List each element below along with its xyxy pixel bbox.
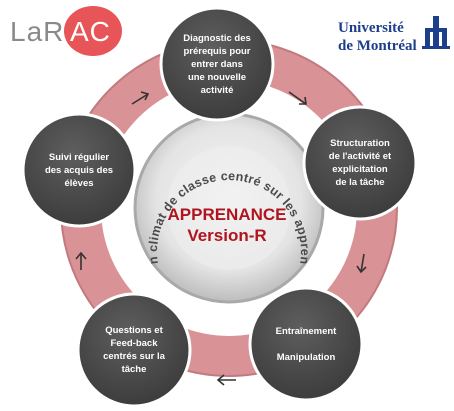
larac-logo-bubble xyxy=(64,6,122,56)
node-suivi xyxy=(21,112,137,228)
larac-logo: LaR AC xyxy=(8,6,122,56)
node-structuration xyxy=(302,105,418,221)
node-questions xyxy=(76,292,192,408)
node-label-entrainement: Entraînement Manipulation xyxy=(275,325,337,363)
node-label-questions: Questions et Feed-back centrés sur la tâ… xyxy=(103,325,165,375)
node-diagnostic xyxy=(159,6,275,122)
udem-logo-line2: de Montréal xyxy=(338,38,417,54)
cycle-arrows xyxy=(75,91,367,386)
node-label-structuration: Structuration de l'activité et explicita… xyxy=(328,138,392,188)
udem-tower-icon xyxy=(422,16,450,49)
larac-logo-prefix: LaR xyxy=(10,16,65,47)
node-entrainement xyxy=(248,286,364,402)
arrow-icon xyxy=(131,91,150,105)
center-title: APPRENANCE xyxy=(167,205,287,224)
udem-logo-line1: Université xyxy=(338,20,404,36)
arrow-icon xyxy=(216,374,236,386)
center-subtitle: Version-R xyxy=(187,226,267,245)
udem-logo: Université de Montréal xyxy=(322,14,452,62)
center-title-block: APPRENANCE Version-R xyxy=(152,204,302,246)
arrow-icon xyxy=(75,251,87,270)
node-label-diagnostic: Diagnostic des prérequis pour entrer dan… xyxy=(183,32,251,96)
arrow-icon xyxy=(356,253,367,274)
center-inner-disc xyxy=(167,146,291,270)
node-label-suivi: Suivi régulier des acquis des élèves xyxy=(44,151,114,189)
arrow-icon xyxy=(288,91,307,105)
larac-logo-highlight: AC xyxy=(70,16,111,47)
